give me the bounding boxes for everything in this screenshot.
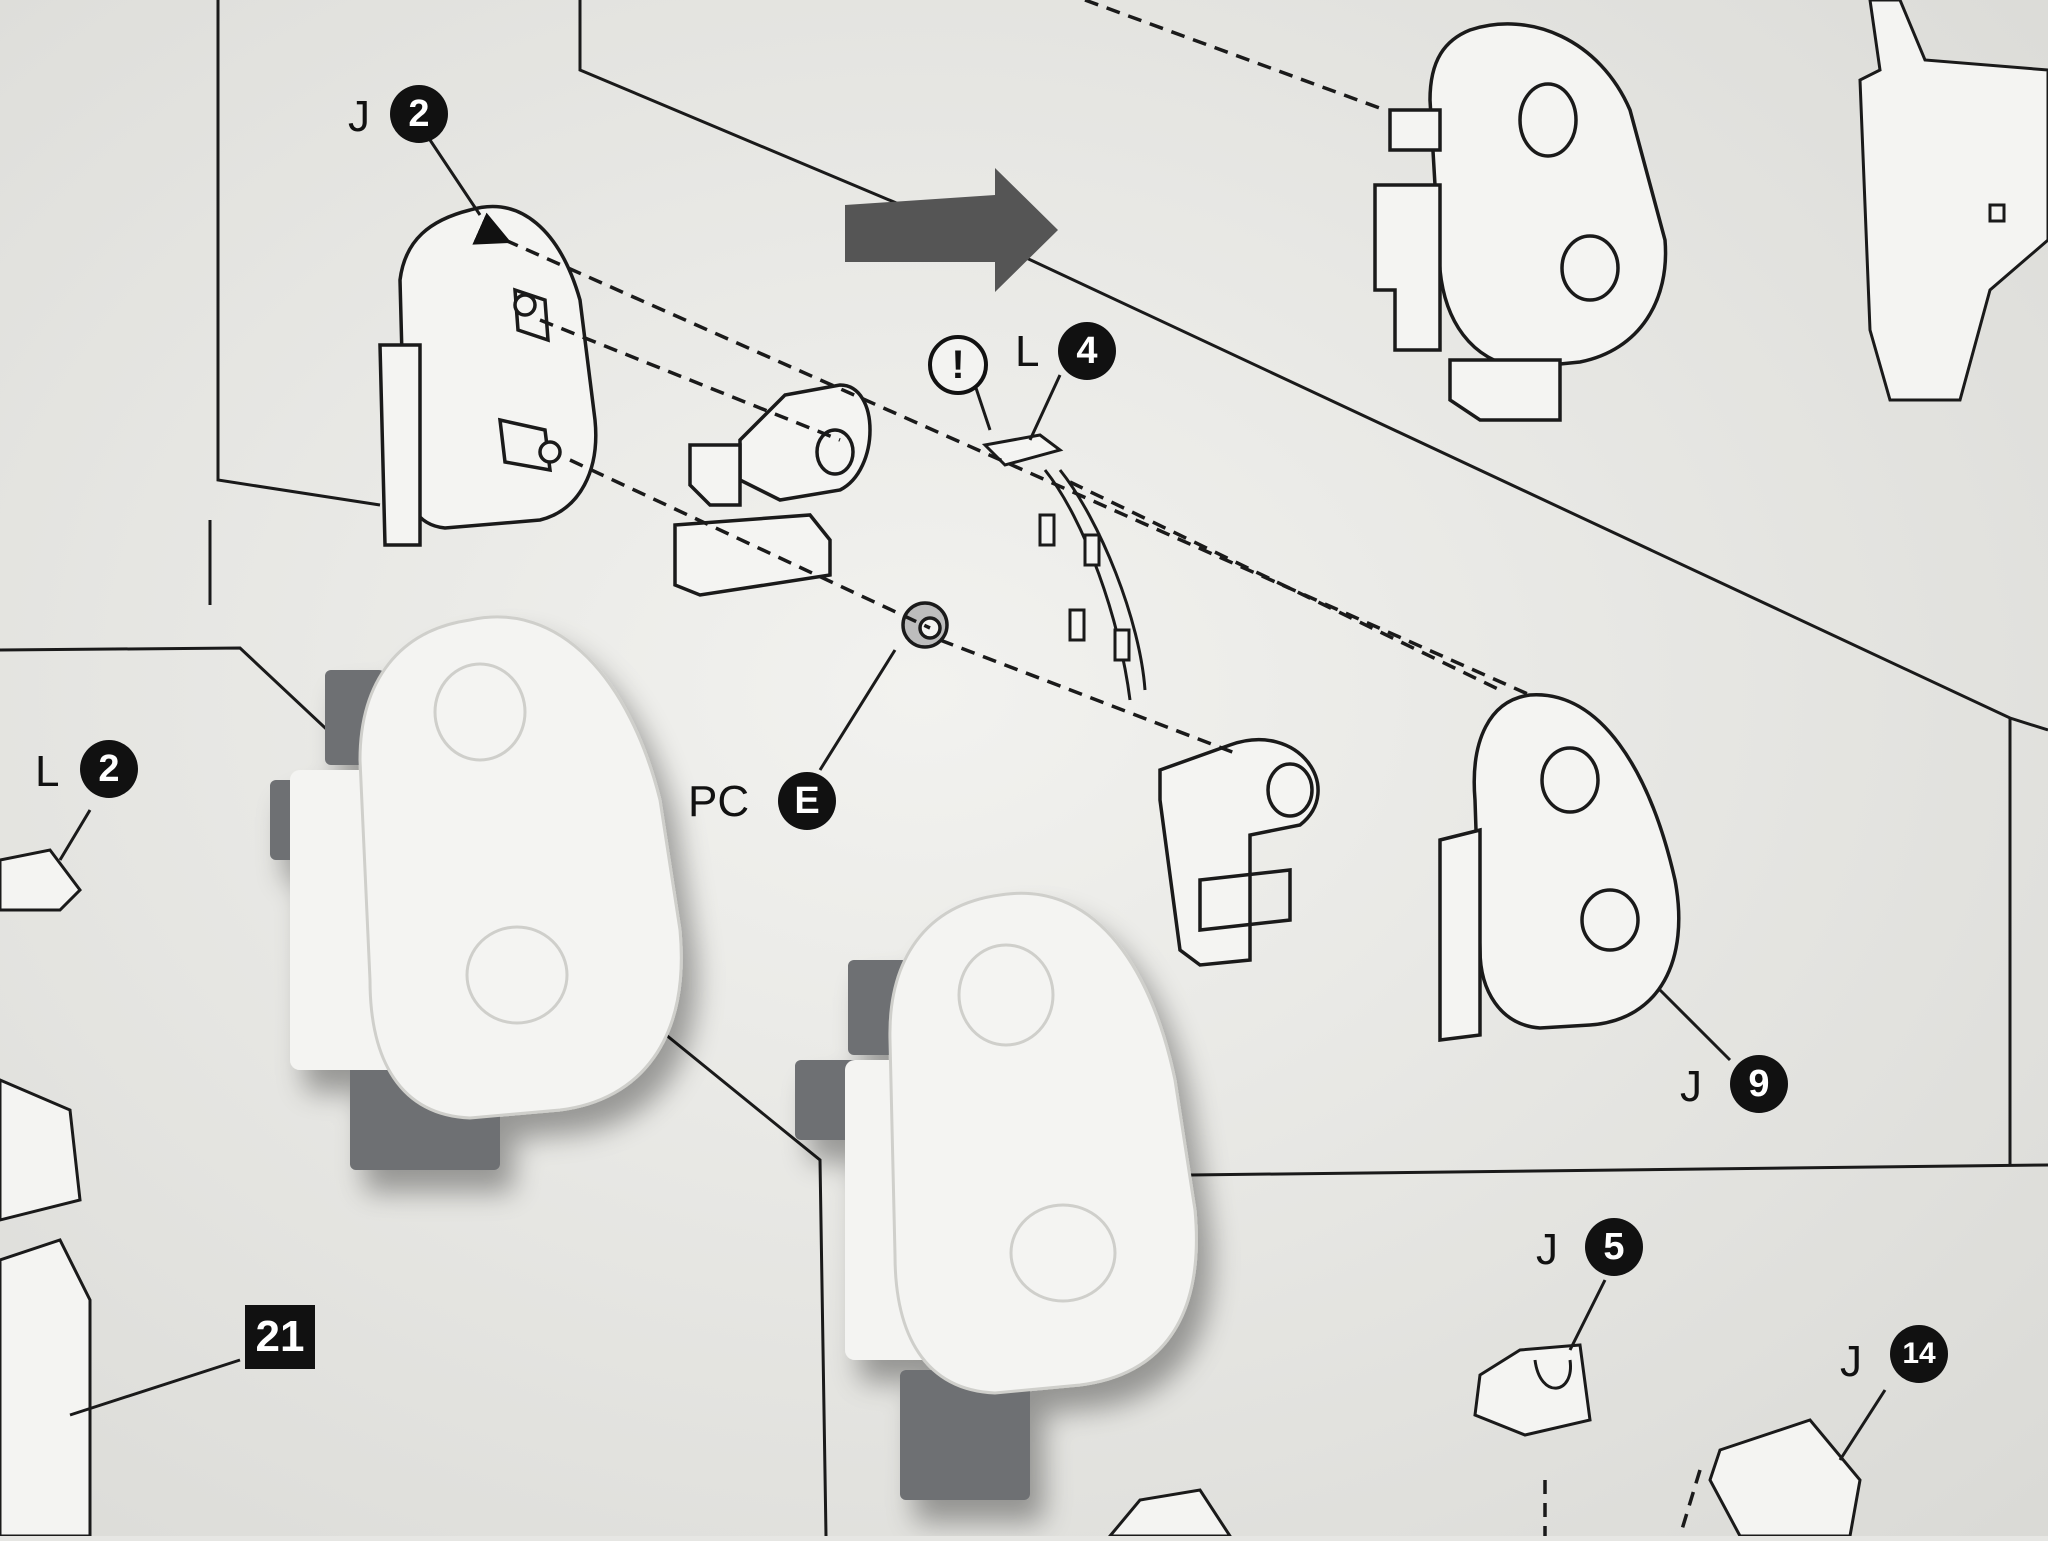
warning-icon: ! xyxy=(928,335,988,395)
pce-letters: PC xyxy=(688,777,750,826)
j9-part-drawing xyxy=(1438,693,1681,1042)
l4-number-badge: 4 xyxy=(1058,322,1116,380)
l2-number-badge: 2 xyxy=(80,740,138,798)
step-number-badge: 21 xyxy=(245,1305,315,1369)
j2-housing-drawing xyxy=(378,204,598,547)
assembled-part-drawing xyxy=(1373,22,1668,422)
l2-letter: L xyxy=(35,747,60,796)
bottom-parts-drawing xyxy=(0,848,1862,1538)
j14-letter: J xyxy=(1840,1337,1862,1386)
edge-part-drawing xyxy=(1858,0,2048,402)
j14-number-badge: 14 xyxy=(1890,1325,1948,1383)
plastic-part-left xyxy=(270,615,683,1170)
j2-letter: J xyxy=(348,92,370,141)
leader-lines xyxy=(58,139,1887,1461)
j9-letter: J xyxy=(1680,1062,1702,1111)
pce-badge: E xyxy=(778,772,836,830)
plastic-part-right xyxy=(795,891,1198,1500)
j5-letter: J xyxy=(1536,1225,1558,1274)
j5-number-badge: 5 xyxy=(1585,1218,1643,1276)
l4-part-drawing xyxy=(981,433,1147,701)
j2-number-badge: 2 xyxy=(390,85,448,143)
j9-number-badge: 9 xyxy=(1730,1055,1788,1113)
bracket-part-drawing xyxy=(1158,738,1320,967)
assembly-guide-lines xyxy=(472,0,1702,1537)
middle-parts-drawing xyxy=(673,383,949,649)
direction-arrow xyxy=(845,168,1058,292)
l4-letter: L xyxy=(1015,327,1040,376)
